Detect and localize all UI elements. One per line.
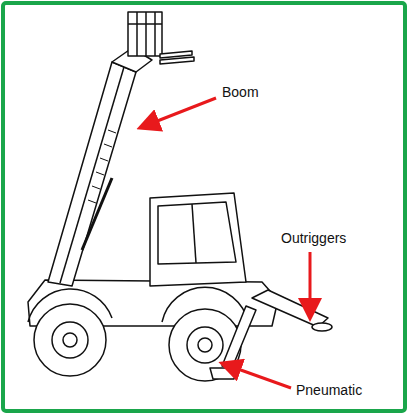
frame-border xyxy=(3,3,405,411)
part-label: Boom xyxy=(222,84,259,100)
part-label: Pneumatic xyxy=(296,382,362,398)
part-label: Outriggers xyxy=(281,230,346,246)
telehandler-drawing xyxy=(28,12,332,381)
